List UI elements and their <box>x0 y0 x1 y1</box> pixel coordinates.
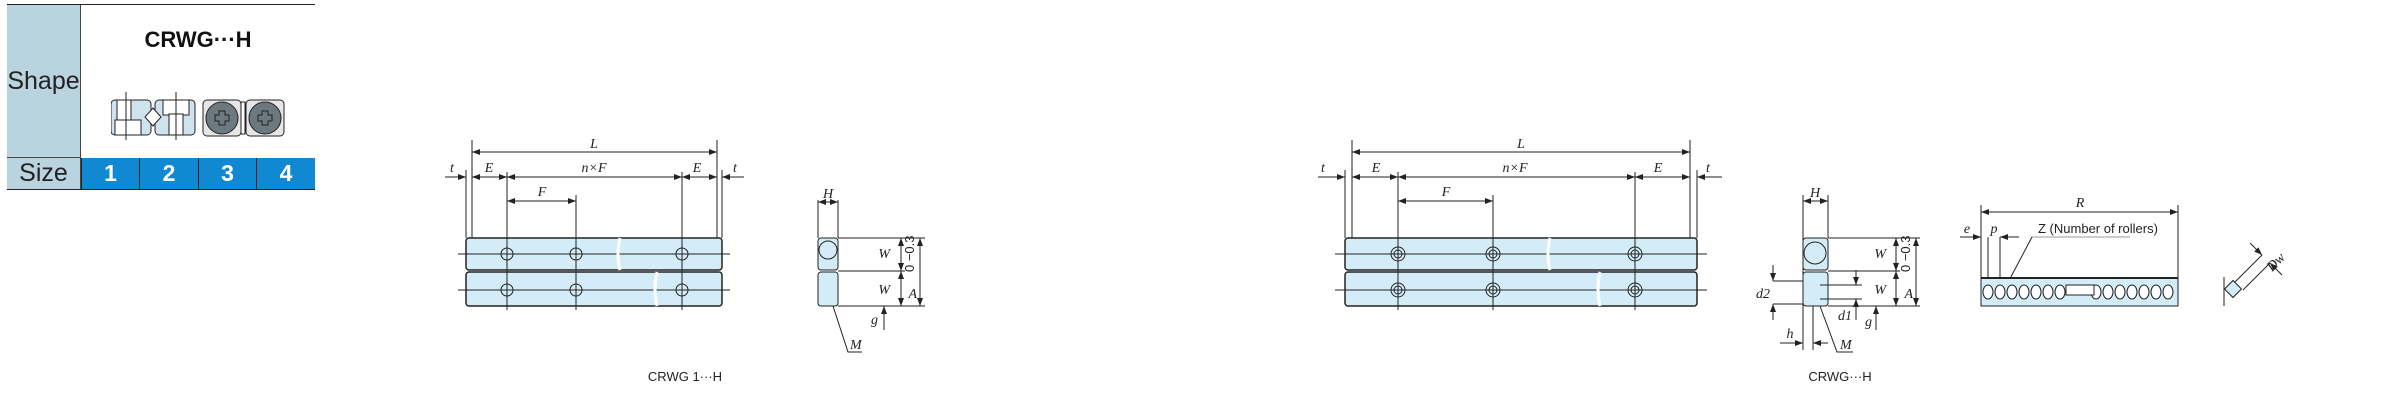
label-number-of-rollers: Z (Number of rollers) <box>2038 221 2158 236</box>
size-2: 2 <box>139 158 198 189</box>
dim-nF: n×F <box>1503 161 1528 176</box>
dim-A: A <box>907 287 917 302</box>
dim-H: H <box>1809 186 1821 201</box>
dim-W: W <box>878 283 891 298</box>
dim-M: M <box>849 338 863 353</box>
dim-g: g <box>871 313 878 328</box>
drawing2-caption: CRWG···H <box>1808 369 1871 384</box>
roller <box>2054 284 2066 300</box>
drawing1-top-view: L t E n×F E t F <box>445 137 744 310</box>
dim-p: p <box>1990 222 1998 237</box>
dim-Dw: Dw <box>2264 250 2290 276</box>
retainer-view: R e p Z (Number of rollers) <box>1960 196 2179 307</box>
dim-d2: d2 <box>1756 287 1770 302</box>
size-3: 3 <box>198 158 256 189</box>
dim-e: e <box>1964 222 1970 237</box>
dim-W: W <box>878 247 891 262</box>
roller <box>2138 284 2150 300</box>
cross-section-icons <box>111 92 285 140</box>
size-4: 4 <box>256 158 315 189</box>
roller-diameter-view: Dw <box>2223 242 2290 306</box>
dim-F: F <box>1441 185 1451 200</box>
dim-t: t <box>450 161 455 176</box>
dim-nF: n×F <box>582 161 607 176</box>
model-name: CRWG···H <box>144 27 252 52</box>
dim-L: L <box>589 137 598 152</box>
size-1: 1 <box>81 158 139 189</box>
dim-A: A <box>1903 287 1913 302</box>
dim-W: W <box>1874 283 1887 298</box>
dim-E: E <box>484 161 494 176</box>
dim-g: g <box>1865 315 1872 330</box>
size-shape-table: Shape Size CRWG···H <box>7 4 315 190</box>
dim-h: h <box>1787 327 1794 342</box>
dim-t: t <box>1321 161 1326 176</box>
roller <box>1982 284 1994 300</box>
drawing2-top-view: L t E n×F E t F <box>1318 137 1722 310</box>
roller <box>2114 284 2126 300</box>
dim-M: M <box>1839 338 1853 353</box>
dim-F: F <box>537 185 547 200</box>
dim-E: E <box>1653 161 1663 176</box>
dim-H: H <box>822 187 834 202</box>
drawing1-caption: CRWG 1···H <box>648 369 722 384</box>
shape-label: Shape <box>7 5 81 158</box>
section-hatched-icon <box>111 92 196 140</box>
roller <box>2102 284 2114 300</box>
drawing1-end-view: H W W A 0 −0.3 g M <box>817 187 925 353</box>
roller <box>1994 284 2006 300</box>
dim-L: L <box>1516 137 1525 152</box>
tol-A: 0 −0.3 <box>1898 235 1913 272</box>
roller <box>2042 284 2054 300</box>
section-screw-icon <box>202 99 285 137</box>
tol-A: 0 −0.3 <box>902 235 917 272</box>
roller <box>2030 284 2042 300</box>
roller <box>2006 284 2018 300</box>
dim-E: E <box>692 161 702 176</box>
dim-t: t <box>733 161 738 176</box>
dim-d1: d1 <box>1838 309 1852 324</box>
dim-W: W <box>1874 247 1887 262</box>
roller <box>2018 284 2030 300</box>
size-label: Size <box>7 158 81 189</box>
roller <box>2162 284 2174 300</box>
dim-t: t <box>1706 161 1711 176</box>
dim-R: R <box>2075 196 2085 211</box>
drawing2-end-view: H W W A 0 −0.3 d2 d1 g h M <box>1756 186 1920 353</box>
roller <box>2126 284 2138 300</box>
dim-E: E <box>1371 161 1381 176</box>
roller <box>2150 284 2162 300</box>
